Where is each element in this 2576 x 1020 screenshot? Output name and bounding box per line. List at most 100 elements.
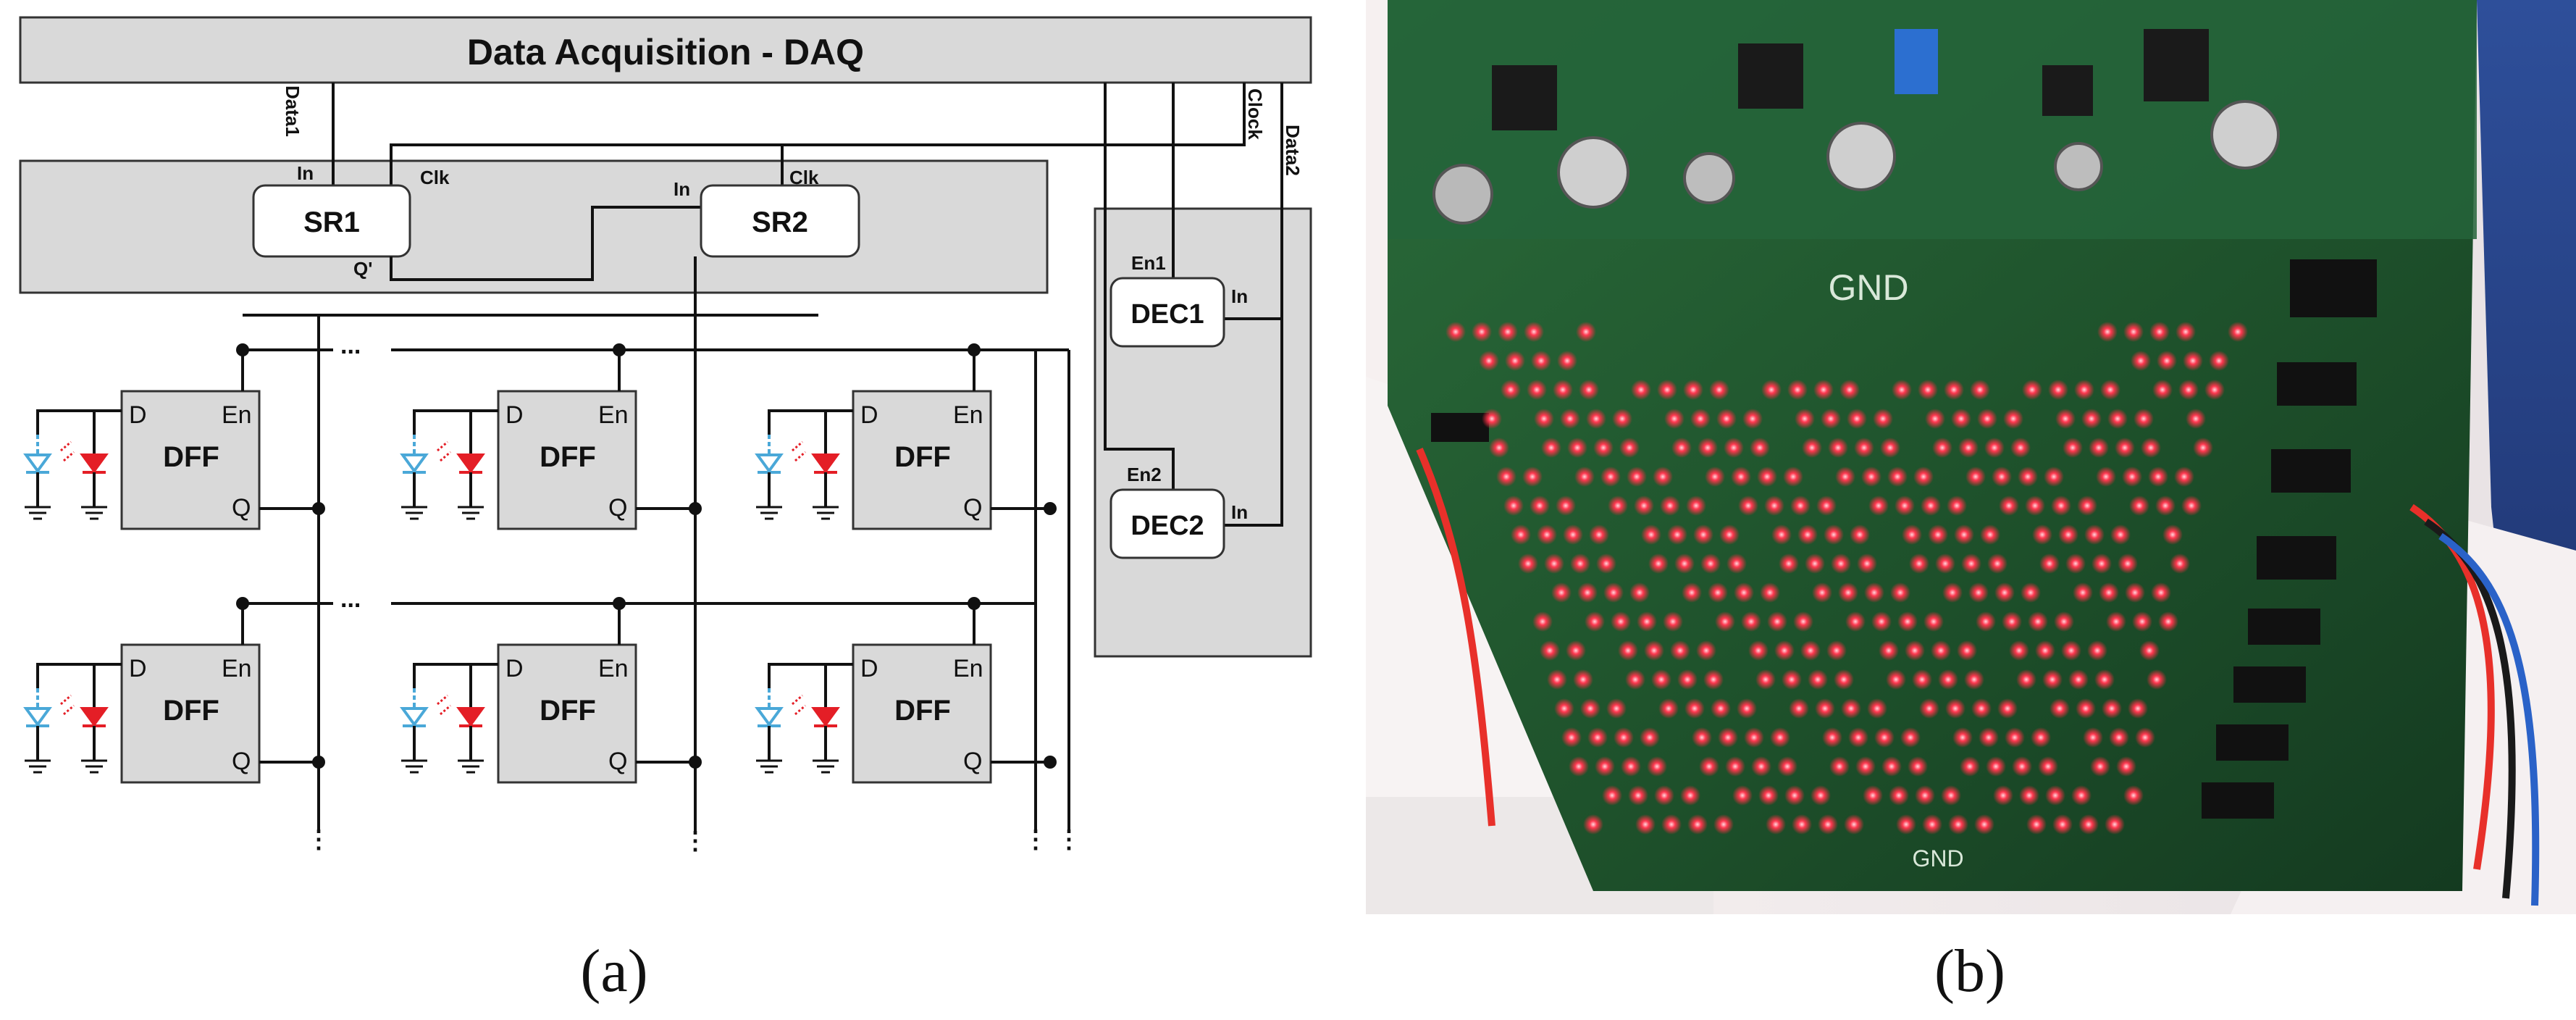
led-dot <box>1505 351 1525 371</box>
dff-en-label: En <box>222 655 252 682</box>
led-dot <box>1680 785 1700 806</box>
led-dot <box>1589 524 1609 545</box>
blue-led-icon <box>755 688 784 774</box>
led-dot <box>1844 814 1864 835</box>
led-dot <box>1667 524 1687 545</box>
led-dot <box>1511 524 1531 545</box>
led-dot <box>1664 409 1685 429</box>
led-dot <box>2012 756 2032 777</box>
led-dot <box>2186 409 2206 429</box>
led-dot <box>1947 496 1967 516</box>
led-dot <box>1738 496 1758 516</box>
en2-wire <box>1104 83 1175 490</box>
led-dot <box>1596 553 1616 574</box>
led-dot <box>1880 438 1900 458</box>
led-dot <box>1918 380 1938 400</box>
led-dot <box>1600 467 1621 487</box>
led-dot <box>2050 698 2070 719</box>
led-dot <box>1625 669 1645 690</box>
led-dot <box>1802 438 1822 458</box>
daq-title: Data Acquisition - DAQ <box>467 32 864 72</box>
led-dot <box>1583 814 1603 835</box>
led-dot <box>1873 409 1893 429</box>
led-dot <box>1757 467 1777 487</box>
led-dot <box>1479 351 1499 371</box>
led-dot <box>1501 380 1521 400</box>
row2-ellipsis: ... <box>340 585 361 613</box>
led-dot <box>1771 524 1792 545</box>
led-dot <box>1524 322 1544 342</box>
led-dot <box>1900 727 1921 748</box>
led-dot <box>1889 785 1909 806</box>
led-dot <box>1931 640 1951 661</box>
led-dot <box>2032 524 2052 545</box>
led-dot <box>2090 756 2110 777</box>
dff-label: DFF <box>894 441 951 473</box>
led-dot <box>2149 322 2170 342</box>
dff-cell: D En DFF Q <box>755 597 1057 784</box>
led-dot <box>1703 669 1724 690</box>
led-dot <box>1895 496 1915 516</box>
cable-bundle <box>1416 448 2540 906</box>
led-dot <box>1595 756 1615 777</box>
dec2-label: DEC2 <box>1130 511 1204 541</box>
led-dot <box>1631 380 1651 400</box>
led-dot <box>1563 524 1583 545</box>
red-led-icon <box>60 688 109 774</box>
led-dot <box>1968 582 1989 603</box>
led-dot <box>2009 640 2029 661</box>
led-dot <box>2021 582 2041 603</box>
led-dot <box>1774 640 1795 661</box>
led-dot <box>1850 524 1870 545</box>
led-dot <box>1815 698 1835 719</box>
led-dot <box>1925 409 1945 429</box>
led-dot <box>2139 640 2160 661</box>
led-dot <box>1727 553 1747 574</box>
led-dot <box>1841 698 1861 719</box>
led-dot <box>1719 524 1740 545</box>
led-dot <box>1941 785 1961 806</box>
led-dot <box>1864 582 1884 603</box>
led-dot <box>1731 467 1751 487</box>
led-dot <box>1557 351 1577 371</box>
led-dot <box>1839 380 1860 400</box>
led-dot <box>1640 727 1660 748</box>
led-dot <box>1628 785 1648 806</box>
led-dot <box>1784 785 1805 806</box>
led-dot <box>2089 438 2109 458</box>
led-dot <box>1824 524 1844 545</box>
led-dot <box>1789 698 1809 719</box>
led-dot <box>2061 640 2081 661</box>
led-dot <box>1660 496 1680 516</box>
led-dot <box>1770 727 1790 748</box>
dff-q-label: Q <box>232 494 251 522</box>
led-dot <box>2044 467 2064 487</box>
led-dot <box>1767 611 1787 632</box>
caption-b: (b) <box>1934 937 2005 1005</box>
led-board-photo: GND GND (b) <box>1366 0 2576 1005</box>
led-dot <box>1614 727 1634 748</box>
led-dot <box>2055 409 2076 429</box>
led-dot <box>1661 814 1682 835</box>
led-dot <box>2094 669 2115 690</box>
dff-q-node <box>689 756 702 769</box>
led-dot <box>2147 669 2167 690</box>
led-dot <box>1690 409 1711 429</box>
dec2-en-label: En2 <box>1127 464 1162 485</box>
led-dot <box>2063 438 2083 458</box>
daq-block <box>19 16 1312 84</box>
led-dot <box>1647 756 1667 777</box>
led-dot <box>2042 669 2063 690</box>
led-dot <box>1654 785 1674 806</box>
led-dot <box>1867 698 1887 719</box>
led-dot <box>1826 640 1847 661</box>
led-dot <box>2010 438 2031 458</box>
led-dot <box>2068 669 2089 690</box>
led-dot <box>1627 467 1647 487</box>
led-dot <box>1764 496 1784 516</box>
led-dot <box>2209 351 2229 371</box>
led-dot <box>1641 524 1661 545</box>
led-dot <box>1958 438 1979 458</box>
led-dot <box>1816 496 1837 516</box>
led-dot <box>1994 582 2015 603</box>
